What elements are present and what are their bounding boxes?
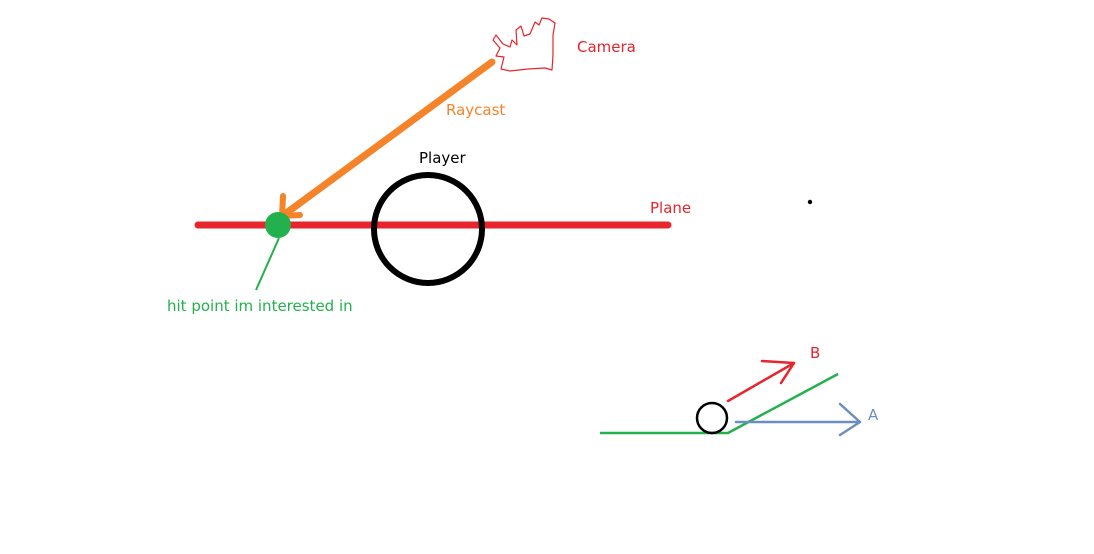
vector-a-arrowhead [838,402,862,437]
camera-icon [492,17,556,72]
raycast-line [281,58,496,218]
stray-dot [807,199,813,205]
player-label: Player [419,149,466,167]
hit-point-label: hit point im interested in [167,297,353,315]
raycast-label: Raycast [446,101,506,119]
ball-circle [695,401,729,435]
ground-slope-line [600,372,839,435]
vector-b-arrowhead [760,359,796,385]
vector-b-label: B [810,344,821,362]
vector-a-label: A [868,406,879,424]
camera-label: Camera [577,38,636,56]
player-circle [371,172,485,286]
hit-point-marker [265,212,291,238]
hit-point-leader-line [255,237,280,291]
vector-b-arrow [726,361,796,403]
plane-label: Plane [650,199,692,217]
